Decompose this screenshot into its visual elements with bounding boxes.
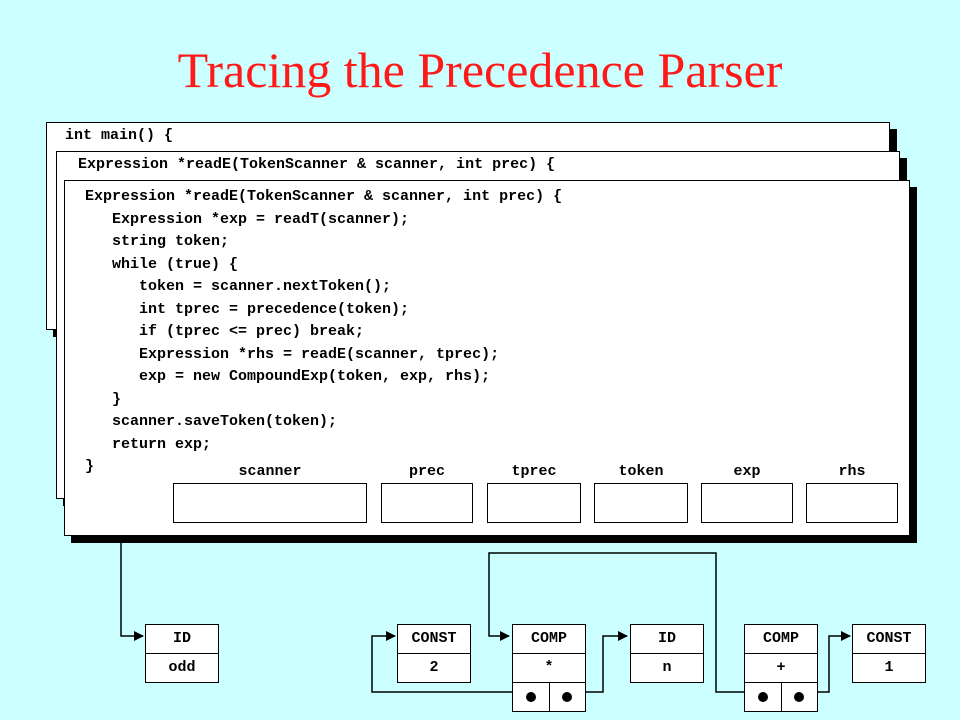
var-box-prec [381, 483, 473, 523]
var-label-rhs: rhs [838, 463, 866, 480]
arrow-to-comp-mul [488, 552, 763, 693]
code-line: token = scanner.nextToken(); [85, 278, 392, 295]
var-label-token: token [618, 463, 664, 480]
readE-source-code: Expression *readE(TokenScanner & scanner… [85, 186, 562, 479]
main-frame-header: int main() { [65, 127, 174, 144]
code-line: Expression *rhs = readE(scanner, tprec); [85, 345, 500, 363]
code-line: scanner.saveToken(token); [85, 413, 338, 430]
code-line: } [85, 390, 122, 408]
var-label-exp: exp [733, 463, 761, 480]
var-label-tprec: tprec [511, 463, 557, 480]
node-const-2: CONST 2 [397, 624, 471, 683]
code-line: while (true) { [85, 255, 239, 273]
code-line: string token; [85, 233, 230, 250]
node-id-odd: ID odd [145, 624, 219, 683]
rhs-pointer [780, 683, 818, 711]
node-value: 2 [398, 653, 470, 682]
var-box-tprec [487, 483, 581, 523]
node-type: CONST [866, 630, 912, 647]
code-line: Expression *exp = readT(scanner); [85, 210, 410, 228]
node-id-n: ID n [630, 624, 704, 683]
var-label-scanner: scanner [238, 463, 302, 480]
node-type: ID [172, 630, 191, 647]
lhs-pointer [745, 683, 781, 711]
node-value: + [745, 653, 817, 682]
node-type: COMP [762, 630, 799, 647]
code-line: } [85, 458, 95, 475]
var-box-token [594, 483, 688, 523]
rhs-pointer [548, 683, 586, 711]
readE-outer-frame-header: Expression *readE(TokenScanner & scanner… [78, 156, 556, 173]
var-box-scanner [173, 483, 367, 523]
readE-current-frame: Expression *readE(TokenScanner & scanner… [64, 180, 910, 536]
pointer-dot [525, 692, 536, 702]
lhs-pointer [513, 683, 549, 711]
pointer-dot [757, 692, 768, 702]
code-line: exp = new CompoundExp(token, exp, rhs); [85, 368, 491, 385]
code-line: Expression *readE(TokenScanner & scanner… [85, 188, 563, 205]
code-line: return exp; [85, 435, 212, 453]
arrow-to-const-2 [371, 631, 532, 693]
arrow-to-id-odd [120, 537, 144, 641]
var-box-exp [701, 483, 793, 523]
var-label-prec: prec [408, 463, 445, 480]
node-value: n [631, 653, 703, 682]
node-type: CONST [411, 630, 457, 647]
node-value: odd [146, 653, 218, 682]
node-const-1: CONST 1 [852, 624, 926, 683]
code-line: int tprec = precedence(token); [85, 300, 410, 318]
node-comp-plus: COMP + [744, 624, 818, 712]
node-comp-mul: COMP * [512, 624, 586, 712]
code-line: if (tprec <= prec) break; [85, 323, 365, 340]
node-pointers [513, 682, 585, 711]
node-pointers [745, 682, 817, 711]
slide-title: Tracing the Precedence Parser [177, 42, 783, 98]
node-type: COMP [530, 630, 567, 647]
node-value: 1 [853, 653, 925, 682]
pointer-dot [794, 692, 805, 702]
node-value: * [513, 653, 585, 682]
node-type: ID [657, 630, 676, 647]
var-box-rhs [806, 483, 898, 523]
pointer-dot [562, 692, 573, 702]
